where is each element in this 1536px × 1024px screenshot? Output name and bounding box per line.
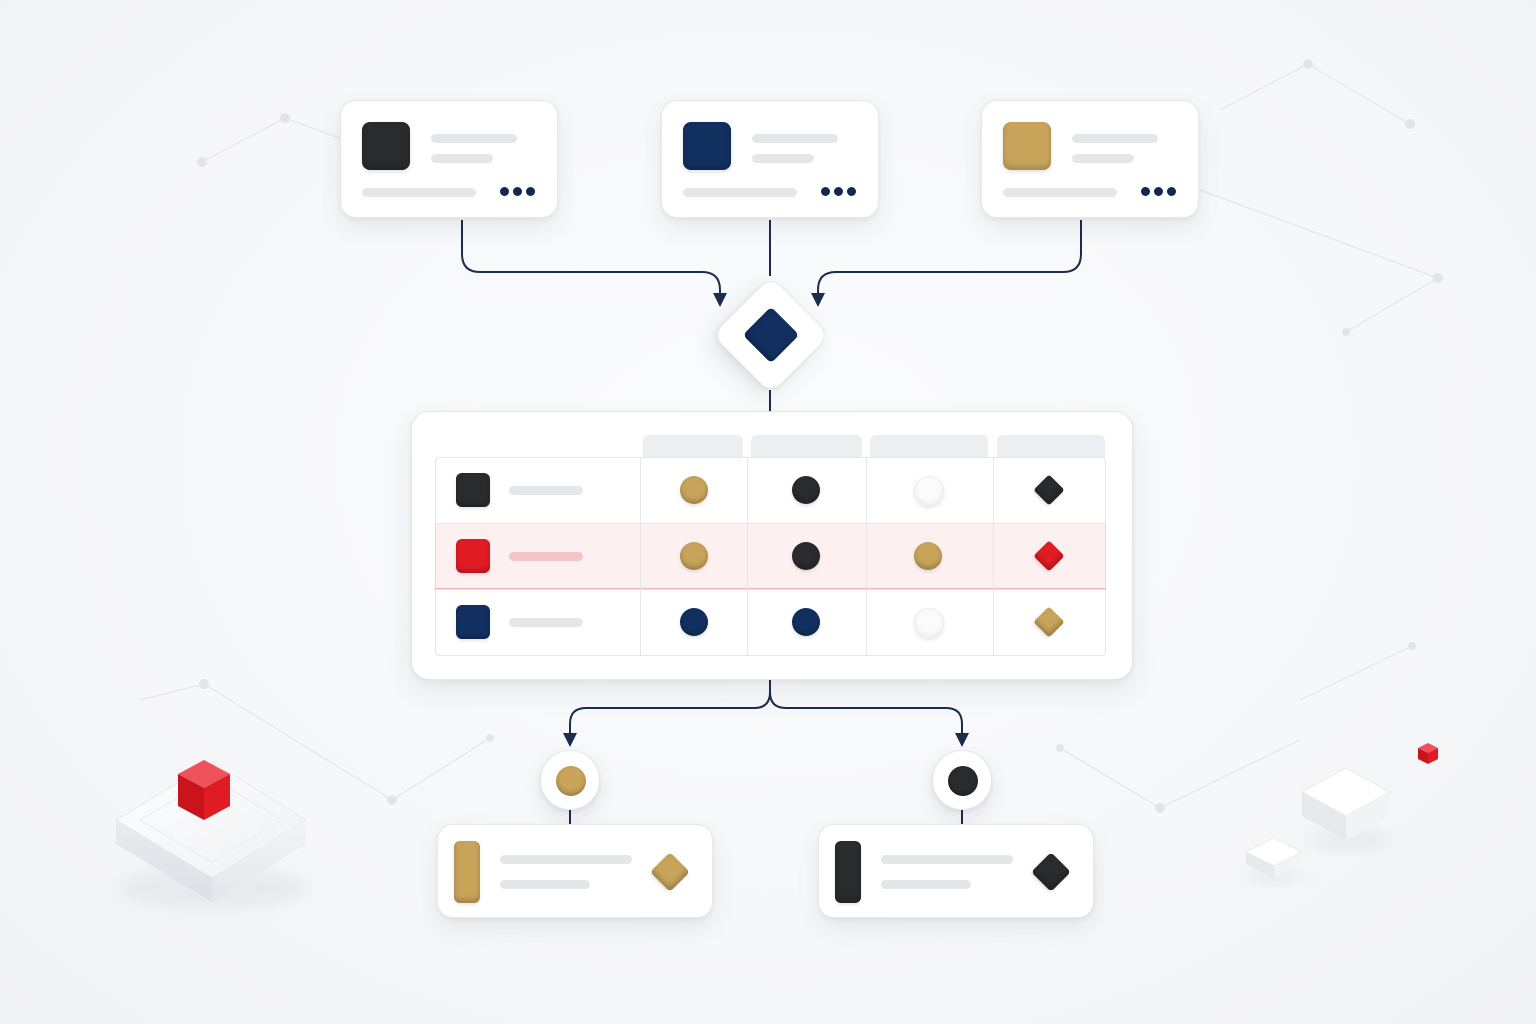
more-dots-icon[interactable] [1141, 187, 1176, 196]
column-divider [640, 457, 641, 656]
pill-icon [835, 841, 861, 903]
source-card-navy[interactable] [661, 100, 879, 218]
source-card-gold[interactable] [981, 100, 1199, 218]
text-placeholder [1072, 134, 1158, 143]
charcoal-dot-icon[interactable] [792, 476, 820, 504]
more-dots-icon[interactable] [500, 187, 535, 196]
charcoal-dot-icon [948, 766, 978, 796]
column-divider [866, 457, 867, 656]
text-placeholder [431, 154, 493, 163]
empty-dot-icon[interactable] [914, 608, 944, 638]
column-divider [993, 457, 994, 656]
column-header[interactable] [997, 435, 1105, 459]
row-icon[interactable] [456, 605, 490, 639]
navy-dot-icon[interactable] [680, 608, 708, 636]
branch-node-charcoal[interactable] [932, 750, 992, 810]
row-label-placeholder [509, 618, 583, 627]
connector-left [461, 220, 727, 307]
connector-right [811, 220, 1082, 307]
source-card-charcoal[interactable] [340, 100, 558, 218]
pill-icon [454, 841, 480, 903]
column-header[interactable] [643, 435, 743, 459]
gold-dot-icon[interactable] [680, 476, 708, 504]
column-header[interactable] [751, 435, 862, 459]
more-dots-icon[interactable] [821, 187, 856, 196]
column-header[interactable] [870, 435, 988, 459]
text-placeholder [500, 880, 590, 889]
connector-matrix-split-right [769, 691, 969, 747]
row-label-placeholder [509, 552, 583, 561]
text-placeholder [752, 134, 838, 143]
gold-dot-icon[interactable] [680, 542, 708, 570]
empty-dot-icon[interactable] [914, 476, 944, 506]
square-icon [683, 122, 731, 170]
row-icon[interactable] [456, 473, 490, 507]
small-red-cube-icon [1418, 743, 1438, 764]
output-card-charcoal[interactable] [818, 824, 1094, 918]
connector-matrix-split [563, 678, 771, 747]
text-placeholder [431, 134, 517, 143]
column-divider [747, 457, 748, 656]
text-placeholder [500, 855, 632, 864]
gold-dot-icon[interactable] [914, 542, 942, 570]
text-placeholder [1003, 188, 1117, 197]
text-placeholder [752, 154, 814, 163]
navy-dot-icon[interactable] [792, 608, 820, 636]
gold-dot-icon [556, 766, 586, 796]
text-placeholder [881, 880, 971, 889]
red-cube-icon [115, 760, 308, 910]
charcoal-dot-icon[interactable] [792, 542, 820, 570]
output-card-gold[interactable] [437, 824, 713, 918]
text-placeholder [683, 188, 797, 197]
square-icon [362, 122, 410, 170]
row-icon[interactable] [456, 539, 490, 573]
text-placeholder [1072, 154, 1134, 163]
text-placeholder [881, 855, 1013, 864]
row-divider [435, 523, 1106, 524]
white-block-icon [1244, 767, 1394, 883]
text-placeholder [362, 188, 476, 197]
row-label-placeholder [509, 486, 583, 495]
branch-node-gold[interactable] [540, 750, 600, 810]
square-icon [1003, 122, 1051, 170]
row-divider [435, 589, 1106, 590]
